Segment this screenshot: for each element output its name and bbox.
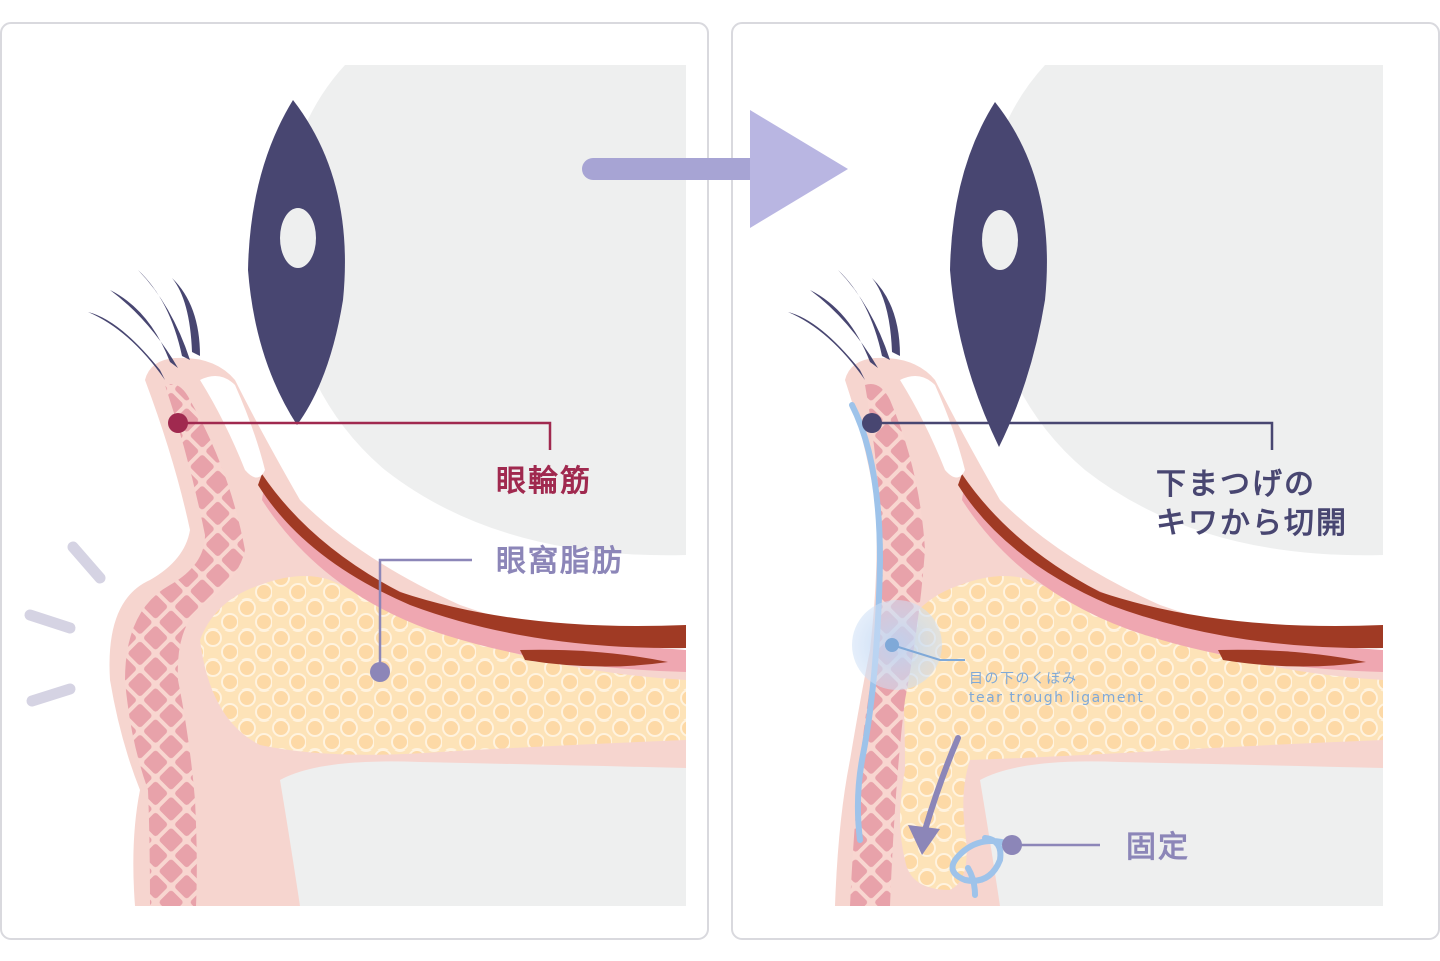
orbicularis-label: 眼輪筋 (496, 464, 592, 499)
tear-trough-label-en: tear trough ligament (969, 690, 1144, 706)
tear-trough-leader (891, 644, 965, 661)
orbicularis-marker (168, 413, 188, 433)
fat-move-arrow (922, 735, 961, 833)
fixation-label: 固定 (1126, 830, 1190, 865)
tear-trough-label-jp: 目の下のくぼみ (969, 671, 1078, 687)
fixation-marker (1002, 835, 1022, 855)
fat-leader (378, 558, 472, 672)
incision-label-line1: 下まつげの (1156, 467, 1316, 502)
incision-leader (872, 421, 1274, 450)
incision-label-line2: キワから切開 (1156, 506, 1348, 541)
fat-marker (370, 662, 390, 682)
fixation-loop (949, 835, 1015, 884)
orbicularis-leader (178, 421, 552, 450)
orbital-fat-label: 眼窩脂肪 (496, 544, 624, 579)
right-anatomy (788, 65, 1383, 906)
iris-shape-right (950, 102, 1047, 447)
impact-lines-icon (24, 541, 106, 707)
left-anatomy (88, 65, 686, 906)
right-arrow-icon (582, 110, 848, 228)
incision-marker (862, 413, 882, 433)
tear-trough-marker (885, 638, 899, 652)
